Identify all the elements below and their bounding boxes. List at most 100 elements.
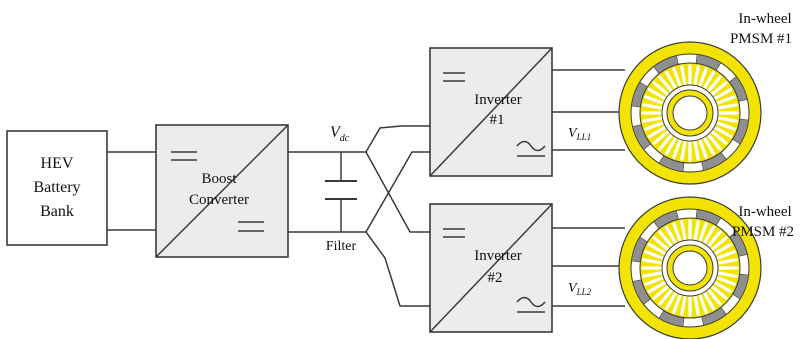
vll2-sub: LL2 bbox=[576, 287, 592, 297]
motor-slot bbox=[672, 293, 682, 314]
vll1-label: VLL1 bbox=[568, 126, 591, 142]
motor-slot bbox=[710, 236, 728, 251]
inverter-1-block: Inverter #1 bbox=[429, 47, 553, 177]
wire-dc-to-inverter2-bottom bbox=[365, 231, 430, 307]
motor-slot bbox=[702, 136, 716, 156]
motor-slot bbox=[652, 236, 670, 251]
motor-slot bbox=[716, 103, 738, 110]
motor-slot bbox=[702, 291, 716, 311]
motor-slot bbox=[664, 225, 678, 245]
motor-slot bbox=[710, 130, 728, 145]
dc-output-symbol bbox=[238, 221, 264, 232]
dc-input-symbol bbox=[171, 151, 197, 161]
motor-slot bbox=[698, 138, 708, 159]
motor-slot bbox=[713, 87, 733, 101]
motor-slot bbox=[652, 81, 670, 97]
inverter-2-ac-symbol bbox=[516, 296, 546, 313]
battery-label-line2: Battery bbox=[33, 179, 80, 196]
battery-label-line3: Bank bbox=[40, 203, 74, 220]
motor-slot bbox=[658, 75, 674, 93]
motor-slot bbox=[672, 222, 682, 243]
wire-dc-to-inverter1-bottom bbox=[365, 151, 430, 233]
motor-slot bbox=[652, 130, 670, 145]
motor-slot bbox=[710, 285, 728, 300]
motor-slot bbox=[658, 230, 674, 248]
motor-slot bbox=[715, 121, 736, 131]
vdc-sub: dc bbox=[340, 133, 350, 144]
wire-dc-to-inverter2-top bbox=[365, 151, 430, 233]
vll1-main: V bbox=[568, 126, 578, 141]
inverter-1-label-line2: #1 bbox=[490, 112, 505, 128]
vdc-label: Vdc bbox=[330, 124, 350, 144]
motor-slot bbox=[693, 140, 700, 161]
inverter-2-label-line1: Inverter bbox=[474, 248, 521, 264]
motor-slot bbox=[702, 70, 716, 90]
motor-slot bbox=[664, 70, 678, 90]
motor-slot bbox=[698, 222, 708, 243]
pmsm-2-motor-icon bbox=[618, 196, 762, 339]
motor-shaft bbox=[672, 95, 708, 131]
motor-slot bbox=[652, 285, 670, 300]
motor-slot bbox=[715, 250, 736, 260]
boost-label-line1: Boost bbox=[201, 171, 237, 187]
motor-slot bbox=[710, 81, 728, 97]
vll2-label: VLL2 bbox=[568, 281, 592, 297]
motor-slot bbox=[713, 242, 733, 256]
motor-slot bbox=[672, 67, 682, 88]
motor-slot bbox=[693, 220, 700, 241]
wiring bbox=[107, 69, 625, 307]
motor-slot bbox=[680, 140, 687, 161]
motor-slot bbox=[706, 75, 722, 93]
motor-slot bbox=[716, 116, 738, 123]
motor-slot bbox=[680, 220, 687, 241]
motor-shaft bbox=[672, 250, 708, 286]
motor-slot bbox=[642, 258, 664, 265]
motor-slot bbox=[713, 125, 733, 139]
motor-slot bbox=[680, 295, 687, 316]
inverter-1-label-line1: Inverter bbox=[474, 92, 521, 108]
motor-slot bbox=[647, 280, 667, 294]
motor-slot bbox=[680, 65, 687, 87]
motor-slot bbox=[715, 276, 736, 286]
motor-2-label-line1: In-wheel bbox=[738, 204, 791, 220]
motor-slot bbox=[716, 271, 738, 278]
motor-slot bbox=[642, 271, 664, 278]
wire-dc-to-inverter1-top bbox=[365, 125, 430, 153]
pmsm-1-motor-icon bbox=[618, 41, 762, 185]
motor-1-label-line2: PMSM #1 bbox=[730, 31, 792, 47]
motor-1-label-line1: In-wheel bbox=[738, 11, 791, 27]
battery-bank-box bbox=[6, 130, 108, 246]
motor-slot bbox=[664, 136, 678, 156]
motor-slot bbox=[644, 95, 665, 105]
motor-slot bbox=[706, 133, 722, 151]
motor-slot bbox=[716, 258, 738, 265]
boost-label-line2: Converter bbox=[189, 192, 249, 208]
vll1-sub: LL1 bbox=[576, 132, 592, 142]
motor-slot bbox=[702, 225, 716, 245]
motor-slot bbox=[706, 288, 722, 306]
motor-slot bbox=[644, 276, 665, 286]
motor-slot bbox=[698, 293, 708, 314]
motor-slot bbox=[706, 230, 722, 248]
motor-slot bbox=[664, 291, 678, 311]
motor-slot bbox=[713, 280, 733, 294]
motor-slot bbox=[693, 65, 700, 87]
inverter-1-ac-symbol bbox=[516, 140, 546, 157]
filter-label: Filter bbox=[326, 239, 357, 254]
inverter-1-diagonal bbox=[429, 47, 553, 177]
motor-slot bbox=[698, 67, 708, 88]
inverter-2-block: Inverter #2 bbox=[429, 203, 553, 333]
motor-slot bbox=[642, 116, 664, 123]
boost-converter-diagonal bbox=[155, 124, 289, 258]
motor-slot bbox=[644, 250, 665, 260]
boost-converter-block: Boost Converter bbox=[155, 124, 289, 258]
inverter-2-dc-symbol bbox=[443, 228, 465, 238]
motor-slot bbox=[647, 242, 667, 256]
motor-2-label-line2: PMSM #2 bbox=[732, 224, 794, 240]
battery-bank-block: HEV Battery Bank bbox=[6, 130, 108, 246]
vdc-main: V bbox=[330, 124, 342, 141]
inverter-2-diagonal bbox=[429, 203, 553, 333]
motor-slot bbox=[647, 125, 667, 139]
vll2-main: V bbox=[568, 281, 578, 296]
inverter-1-dc-symbol bbox=[443, 72, 465, 82]
